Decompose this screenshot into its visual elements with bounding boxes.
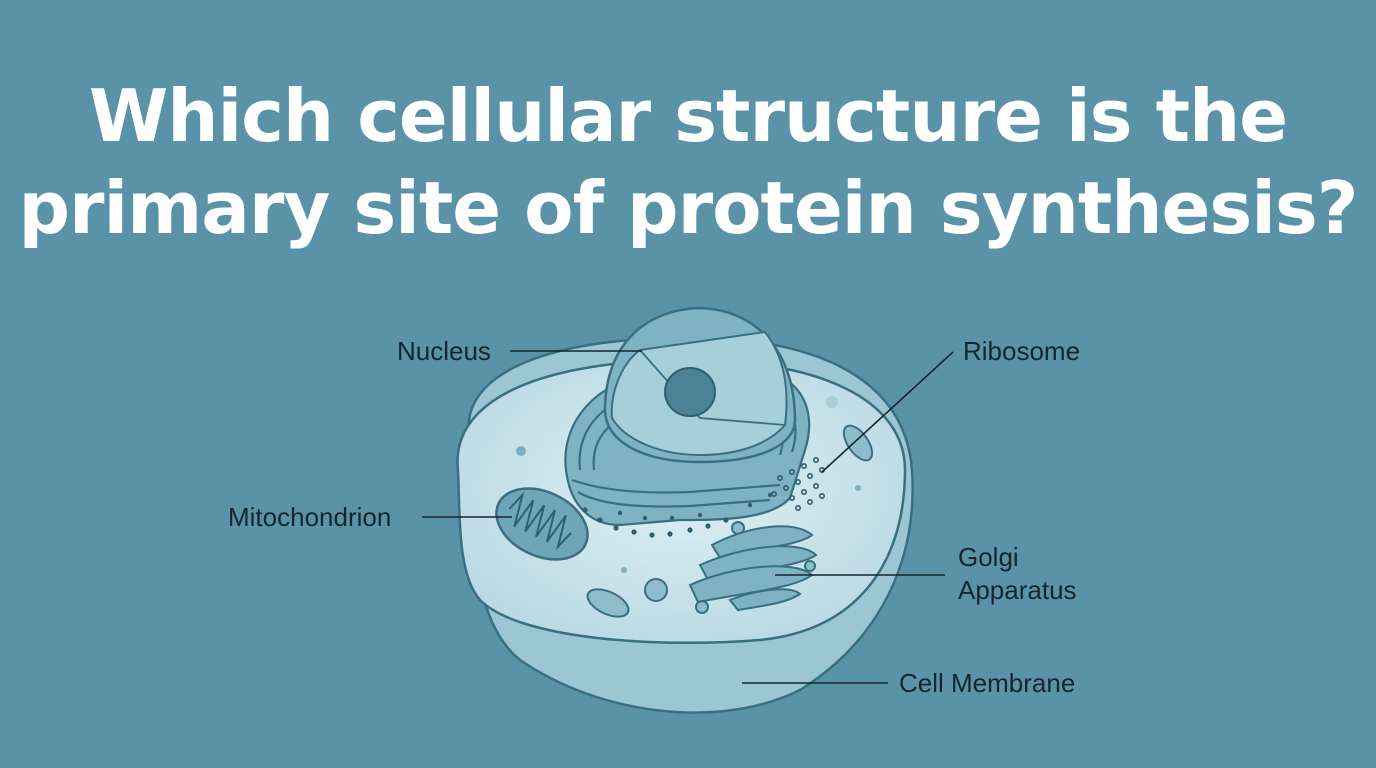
er-ribosome	[705, 523, 711, 529]
er-ribosome	[667, 531, 673, 537]
er-ribosome	[747, 502, 753, 508]
ribosome-dot	[794, 504, 801, 511]
nucleolus	[664, 367, 716, 417]
ribosome-label: Ribosome	[963, 336, 1080, 366]
vesicle	[855, 485, 861, 491]
ribosome-dot	[782, 484, 789, 491]
ribosome-dot	[788, 468, 795, 475]
nucleus-label: Nucleus	[397, 336, 491, 366]
er-ribosome	[649, 532, 655, 538]
er-fold	[577, 491, 771, 508]
er-ribosome	[617, 510, 623, 516]
vesicle	[826, 396, 838, 408]
ribosome-dot	[800, 462, 807, 469]
free-ribosomes	[770, 456, 825, 511]
ribosome-dot	[794, 478, 801, 485]
vesicle	[644, 578, 668, 602]
vesicle	[804, 560, 816, 572]
vesicle	[586, 588, 630, 618]
er-ribosome	[697, 512, 703, 518]
ribosome-dot	[812, 456, 819, 463]
er-ribosome	[631, 529, 637, 535]
ribosome-leader-line	[821, 351, 954, 473]
ribosome-dot	[818, 492, 825, 499]
er-ribosome	[582, 507, 588, 513]
er-ribosome	[597, 517, 603, 523]
rough-er-ribosomes	[582, 492, 773, 538]
ribosome-dot	[800, 488, 807, 495]
vacuole	[842, 424, 874, 462]
er-ribosome	[642, 515, 648, 521]
er-ribosome	[687, 527, 693, 533]
er-ribosome	[669, 515, 675, 521]
golgi-label-line-2: Apparatus	[958, 575, 1077, 605]
cell-membrane-label: Cell Membrane	[899, 668, 1075, 698]
vesicle	[516, 446, 526, 456]
golgi-label-line-1: Golgi	[958, 542, 1019, 572]
er-ribosome	[723, 517, 729, 523]
nucleus	[603, 306, 797, 464]
ribosome-dot	[806, 472, 813, 479]
ribosome-dot	[770, 490, 777, 497]
question-line-2: primary site of protein synthesis?	[18, 166, 1358, 250]
er-ribosome	[613, 525, 619, 531]
question-line-1: Which cellular structure is the	[88, 74, 1288, 158]
vesicle	[621, 567, 627, 573]
question-title: Which cellular structure is the primary …	[0, 70, 1376, 254]
golgi-cisterna	[728, 588, 802, 612]
mitochondrion-label: Mitochondrion	[228, 502, 391, 532]
ribosome-dot	[806, 498, 813, 505]
ribosome-dot	[776, 474, 783, 481]
nucleus-inner-wedge	[639, 349, 786, 426]
leader-lines	[422, 350, 954, 684]
mitochondrion-cristae	[508, 491, 572, 551]
er-fold	[571, 478, 781, 494]
ribosome-dot	[812, 482, 819, 489]
mitochondrion	[495, 487, 589, 561]
ribosome-dot	[788, 494, 795, 501]
vesicles	[516, 396, 874, 618]
